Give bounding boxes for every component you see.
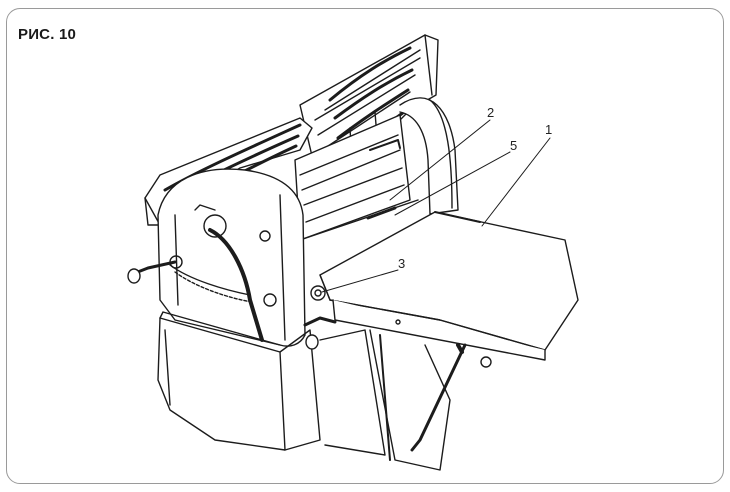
support-rod	[379, 334, 492, 461]
lower-body	[157, 311, 451, 471]
leader-lines	[321, 119, 551, 293]
front-handle	[303, 316, 337, 350]
figure-title: РИС. 10	[18, 26, 77, 43]
callout-3: 3	[398, 256, 405, 271]
side-housing	[157, 168, 306, 347]
rear-guard	[399, 97, 459, 215]
left-handle	[127, 260, 177, 284]
callout-5: 5	[510, 138, 517, 153]
callout-1: 1	[545, 122, 552, 137]
callout-2: 2	[487, 105, 494, 120]
front-table	[310, 211, 579, 361]
